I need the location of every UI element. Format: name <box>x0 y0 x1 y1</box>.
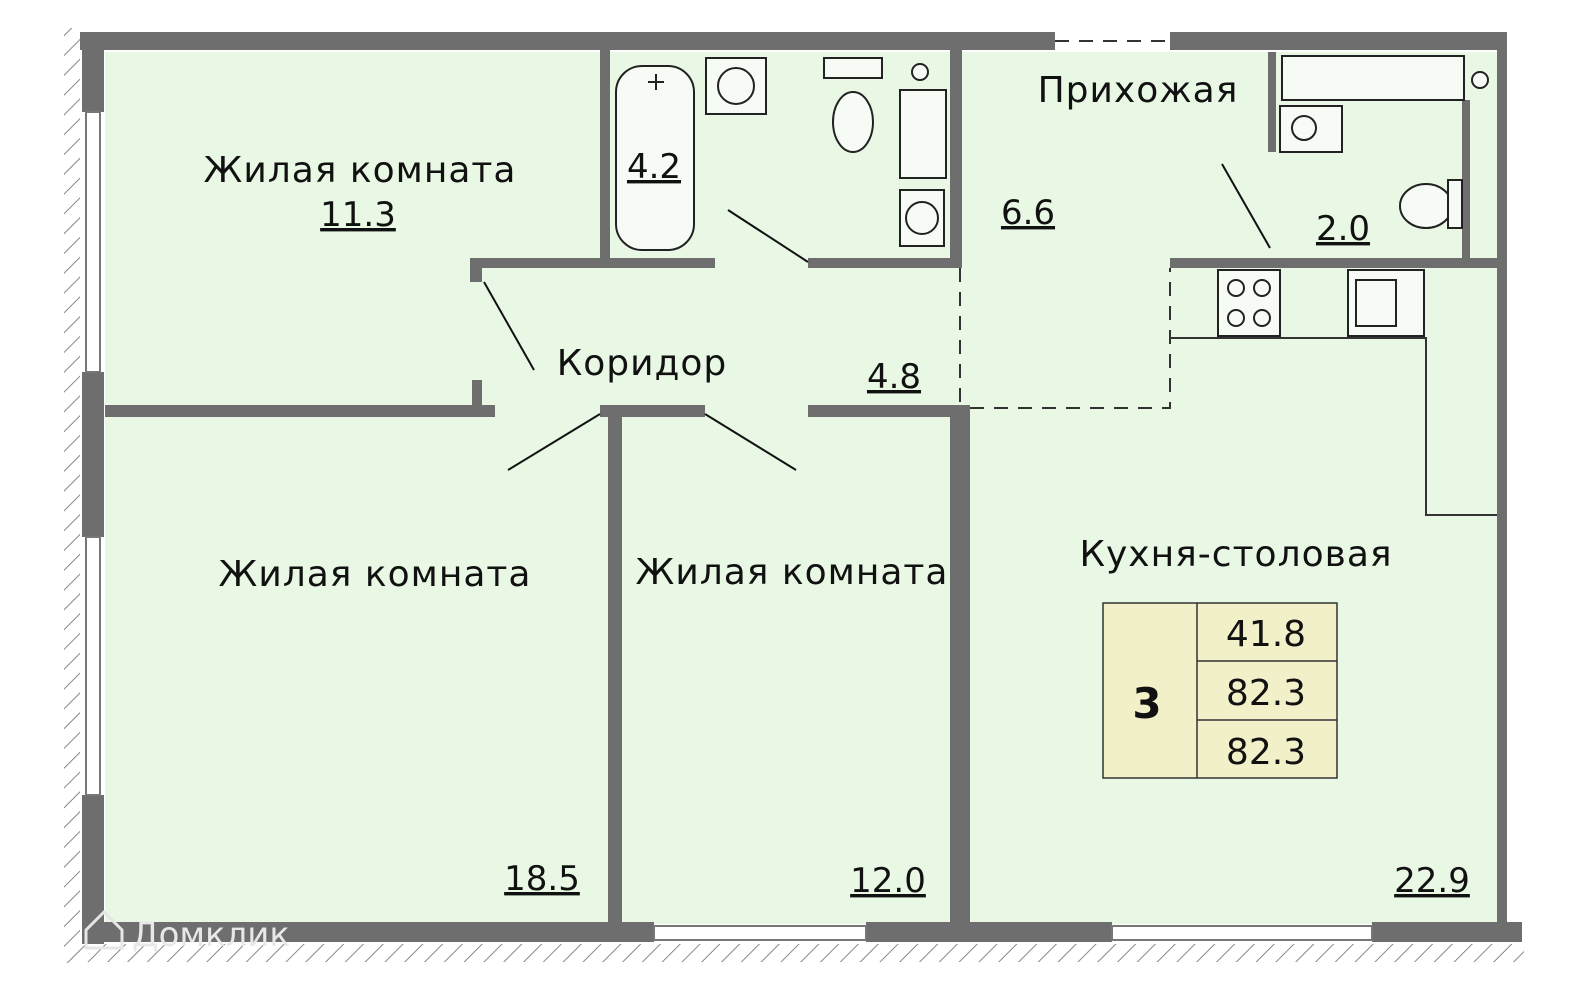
floor-kitchen <box>968 264 1500 924</box>
wc-cabinet-icon <box>1281 55 1465 101</box>
window-left-top <box>85 111 101 373</box>
room-name-corridor: Коридор <box>557 343 728 384</box>
wall-left-mid <box>82 372 104 537</box>
wall-bath-bottom-b <box>808 258 960 268</box>
floor-corridor <box>482 262 962 414</box>
window-bottom-mid <box>653 925 867 941</box>
stove-icon <box>1217 269 1281 337</box>
room-name-bedroom-3: Жилая комната <box>636 552 949 593</box>
windows <box>85 111 1373 941</box>
room-labels: Жилая комната 11.3 4.2 Прихожая 6.6 2.0 … <box>204 70 1470 901</box>
door-swing-wc <box>1221 163 1271 249</box>
wall-bottom-right <box>1372 922 1522 942</box>
watermark-text: Домклик <box>132 915 290 955</box>
room-area-bedroom-1: 11.3 <box>320 195 396 235</box>
wall-bath-left <box>600 32 610 264</box>
room-area-hallway: 6.6 <box>1001 193 1055 233</box>
floor-bedroom-3 <box>621 414 951 924</box>
room-name-hallway: Прихожая <box>1038 70 1239 111</box>
window-left-bottom <box>85 536 101 796</box>
total-area-with-balcony: 82.3 <box>1226 732 1306 773</box>
room-area-wc: 2.0 <box>1316 209 1370 249</box>
wall-left-upper <box>82 32 104 112</box>
summary-box <box>1102 602 1338 779</box>
total-area: 82.3 <box>1226 673 1306 714</box>
domclick-logo-icon <box>84 909 124 950</box>
door-swing-bedroom1 <box>483 281 535 371</box>
wc-riser-icon <box>1471 71 1489 89</box>
wall-corridor-left <box>470 258 482 282</box>
wall-bedroom-divider <box>608 412 622 924</box>
facade-bottom <box>64 944 1524 962</box>
door-swing-bedroom2 <box>507 413 601 471</box>
wall-bottom-left <box>82 922 654 942</box>
wall-corridor-bottom-b <box>808 405 962 417</box>
rooms-count: 3 <box>1132 679 1161 728</box>
counter-outline <box>1170 337 1497 516</box>
facade-left <box>64 28 80 963</box>
room-floors <box>105 52 1502 924</box>
wall-bath-right <box>950 32 962 268</box>
toilet-bath-icon <box>832 91 874 153</box>
dashed-lines <box>959 40 1171 409</box>
room-area-bathroom: 4.2 <box>627 147 681 187</box>
facade-hatch <box>64 28 1524 963</box>
wall-bedroom1-bottom <box>105 405 495 417</box>
wall-top-right <box>1170 32 1500 50</box>
dash-kitchen-zone <box>970 268 1171 409</box>
washer-drum-icon <box>905 201 939 235</box>
stove-burner-3-icon <box>1227 309 1245 327</box>
toilet-wc-icon <box>1399 183 1453 229</box>
sink-bath-bowl-icon <box>717 67 755 105</box>
wall-right <box>1497 32 1507 942</box>
sink-wc-bowl-icon <box>1291 115 1317 141</box>
walls <box>80 32 1522 945</box>
stove-burner-1-icon <box>1227 279 1245 297</box>
bathtub-icon <box>615 65 695 251</box>
room-area-bedroom-2: 18.5 <box>504 859 580 899</box>
room-name-kitchen: Кухня-столовая <box>1079 534 1392 575</box>
stove-burner-2-icon <box>1253 279 1271 297</box>
fixtures <box>615 55 1489 337</box>
room-name-bedroom-2: Жилая комната <box>219 554 532 595</box>
door-swing-bedroom3 <box>704 413 797 471</box>
room-area-bedroom-3: 12.0 <box>850 861 926 901</box>
floor-bedroom-2 <box>105 414 613 924</box>
room-name-bedroom-1: Жилая комната <box>204 150 517 191</box>
wall-kitchen-left <box>950 405 970 924</box>
boiler-icon <box>899 89 947 179</box>
riser-icon <box>911 63 929 81</box>
stove-burner-4-icon <box>1253 309 1271 327</box>
room-area-kitchen: 22.9 <box>1394 861 1470 901</box>
living-area: 41.8 <box>1226 614 1306 655</box>
area-summary: 3 41.8 82.3 82.3 <box>1102 602 1338 779</box>
toilet-wc-tank-icon <box>1447 179 1463 229</box>
wall-bottom-mid <box>866 922 1112 942</box>
wall-top-left <box>80 32 1055 50</box>
door-swing-bath <box>727 209 809 263</box>
wall-wc-bottom <box>1170 258 1500 268</box>
wall-corridor-bottom-a <box>600 405 705 417</box>
room-area-corridor: 4.8 <box>867 357 921 397</box>
wall-wc-left <box>1268 52 1276 152</box>
kitchen-counter-lines <box>1170 337 1497 516</box>
wall-bath-bottom-a <box>470 258 715 268</box>
wall-corridor-left-b <box>472 380 482 414</box>
door-swings <box>483 163 1271 471</box>
window-bottom-right <box>1111 925 1373 941</box>
watermark: Домклик <box>84 909 290 955</box>
wall-left-lower <box>82 795 104 945</box>
toilet-tank-icon <box>823 57 883 79</box>
kitchen-sink-bowl-icon <box>1355 279 1397 327</box>
wall-wc-right <box>1462 100 1470 260</box>
